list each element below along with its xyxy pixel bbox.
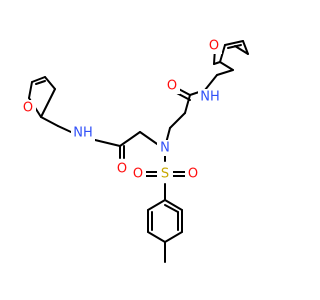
atom-o-amide-left: O bbox=[117, 162, 127, 177]
atom-o-furan-left: O bbox=[23, 101, 33, 116]
atom-o-sulfonyl-right: O bbox=[188, 167, 198, 182]
atom-nh-left: NH bbox=[73, 126, 93, 141]
furan-ring-upper bbox=[213, 40, 249, 71]
atom-o-amide-upper: O bbox=[167, 79, 177, 94]
molecule-structure: O O NH N NH O O S O O bbox=[20, 38, 249, 263]
central-core bbox=[94, 127, 187, 201]
atom-o-furan-upper: O bbox=[209, 39, 219, 54]
atom-n-central: N bbox=[160, 141, 170, 156]
atom-labels: O O NH N NH O O S O O bbox=[20, 38, 222, 182]
tolyl-ring bbox=[147, 199, 183, 263]
atom-nh-upper: NH bbox=[200, 90, 220, 105]
atom-s-sulfonyl: S bbox=[161, 167, 169, 182]
atom-o-sulfonyl-left: O bbox=[133, 167, 143, 182]
